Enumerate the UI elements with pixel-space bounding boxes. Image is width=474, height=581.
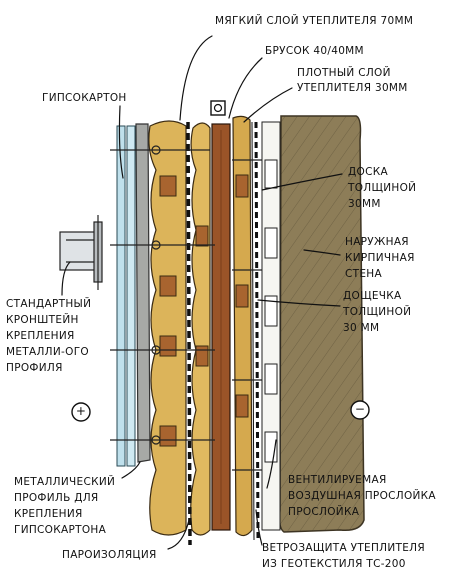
label-soft-insulation: МЯГКИЙ СЛОЙ УТЕПЛИТЕЛЯ 70ММ (215, 15, 414, 27)
wind-membrane (251, 121, 260, 541)
label-plank-1: ДОЩЕЧКА (343, 290, 402, 302)
label-brick-1: НАРУЖНАЯ (345, 236, 409, 248)
vapor-barrier (186, 121, 192, 546)
metal-profile (135, 123, 151, 463)
ventilated-gap (261, 121, 281, 531)
label-dense-insulation-2: УТЕПЛИТЕЛЯ 30ММ (297, 82, 408, 94)
plus-marker (71, 402, 91, 422)
label-wind-2: ИЗ ГЕОТЕКСТИЛЯ ТС-200 (262, 558, 406, 570)
wood-board (211, 123, 231, 531)
label-vent-1: ВЕНТИЛИРУЕМАЯ (288, 474, 387, 486)
dense-insulation (232, 115, 253, 537)
label-plank-3: 30 ММ (343, 322, 380, 334)
leader-lines (61, 35, 343, 550)
bracket-fixings (110, 145, 262, 471)
label-board-1: ДОСКА (348, 166, 388, 178)
label-board-3: 30ММ (348, 198, 381, 210)
label-profile-3: КРЕПЛЕНИЯ (14, 508, 83, 520)
label-bracket-4: МЕТАЛЛИ-ОГО (6, 346, 89, 358)
label-vent-2: ВОЗДУШНАЯ ПРОСЛОЙКА (288, 490, 436, 502)
label-bracket-2: КРОНШТЕЙН (6, 314, 79, 326)
label-gypsum: ГИПСОКАРТОН (42, 92, 127, 104)
bracket-detail (59, 215, 103, 290)
soft-insulation (148, 120, 211, 536)
label-dense-insulation-1: ПЛОТНЫЙ СЛОЙ (297, 67, 391, 79)
label-brick-2: КИРПИЧНАЯ (345, 252, 415, 264)
label-bar: БРУСОК 40/40ММ (265, 45, 364, 57)
minus-marker (350, 400, 370, 420)
label-profile-4: ГИПСОКАРТОНА (14, 524, 107, 536)
label-profile-2: ПРОФИЛЬ ДЛЯ (14, 492, 99, 504)
minus-sign: − (354, 402, 366, 416)
label-bracket-1: СТАНДАРТНЫЙ (6, 298, 92, 310)
label-plank-2: ТОЛЩИНОЙ (343, 306, 412, 318)
label-wind-1: ВЕТРОЗАЩИТА УТЕПЛИТЕЛЯ (262, 542, 425, 554)
label-vent-3: ПРОСЛОЙКА (288, 506, 360, 518)
plus-sign: + (75, 404, 87, 418)
label-bracket-3: КРЕПЛЕНИЯ (6, 330, 75, 342)
bar-section-icon (210, 100, 226, 116)
label-vapor-barrier: ПАРОИЗОЛЯЦИЯ (62, 549, 157, 561)
label-brick-3: СТЕНА (345, 268, 382, 280)
gypsum-board (116, 125, 136, 467)
label-profile-1: МЕТАЛЛИЧЕСКИЙ (14, 476, 116, 488)
label-board-2: ТОЛЩИНОЙ (348, 182, 417, 194)
label-bracket-5: ПРОФИЛЯ (6, 362, 63, 374)
